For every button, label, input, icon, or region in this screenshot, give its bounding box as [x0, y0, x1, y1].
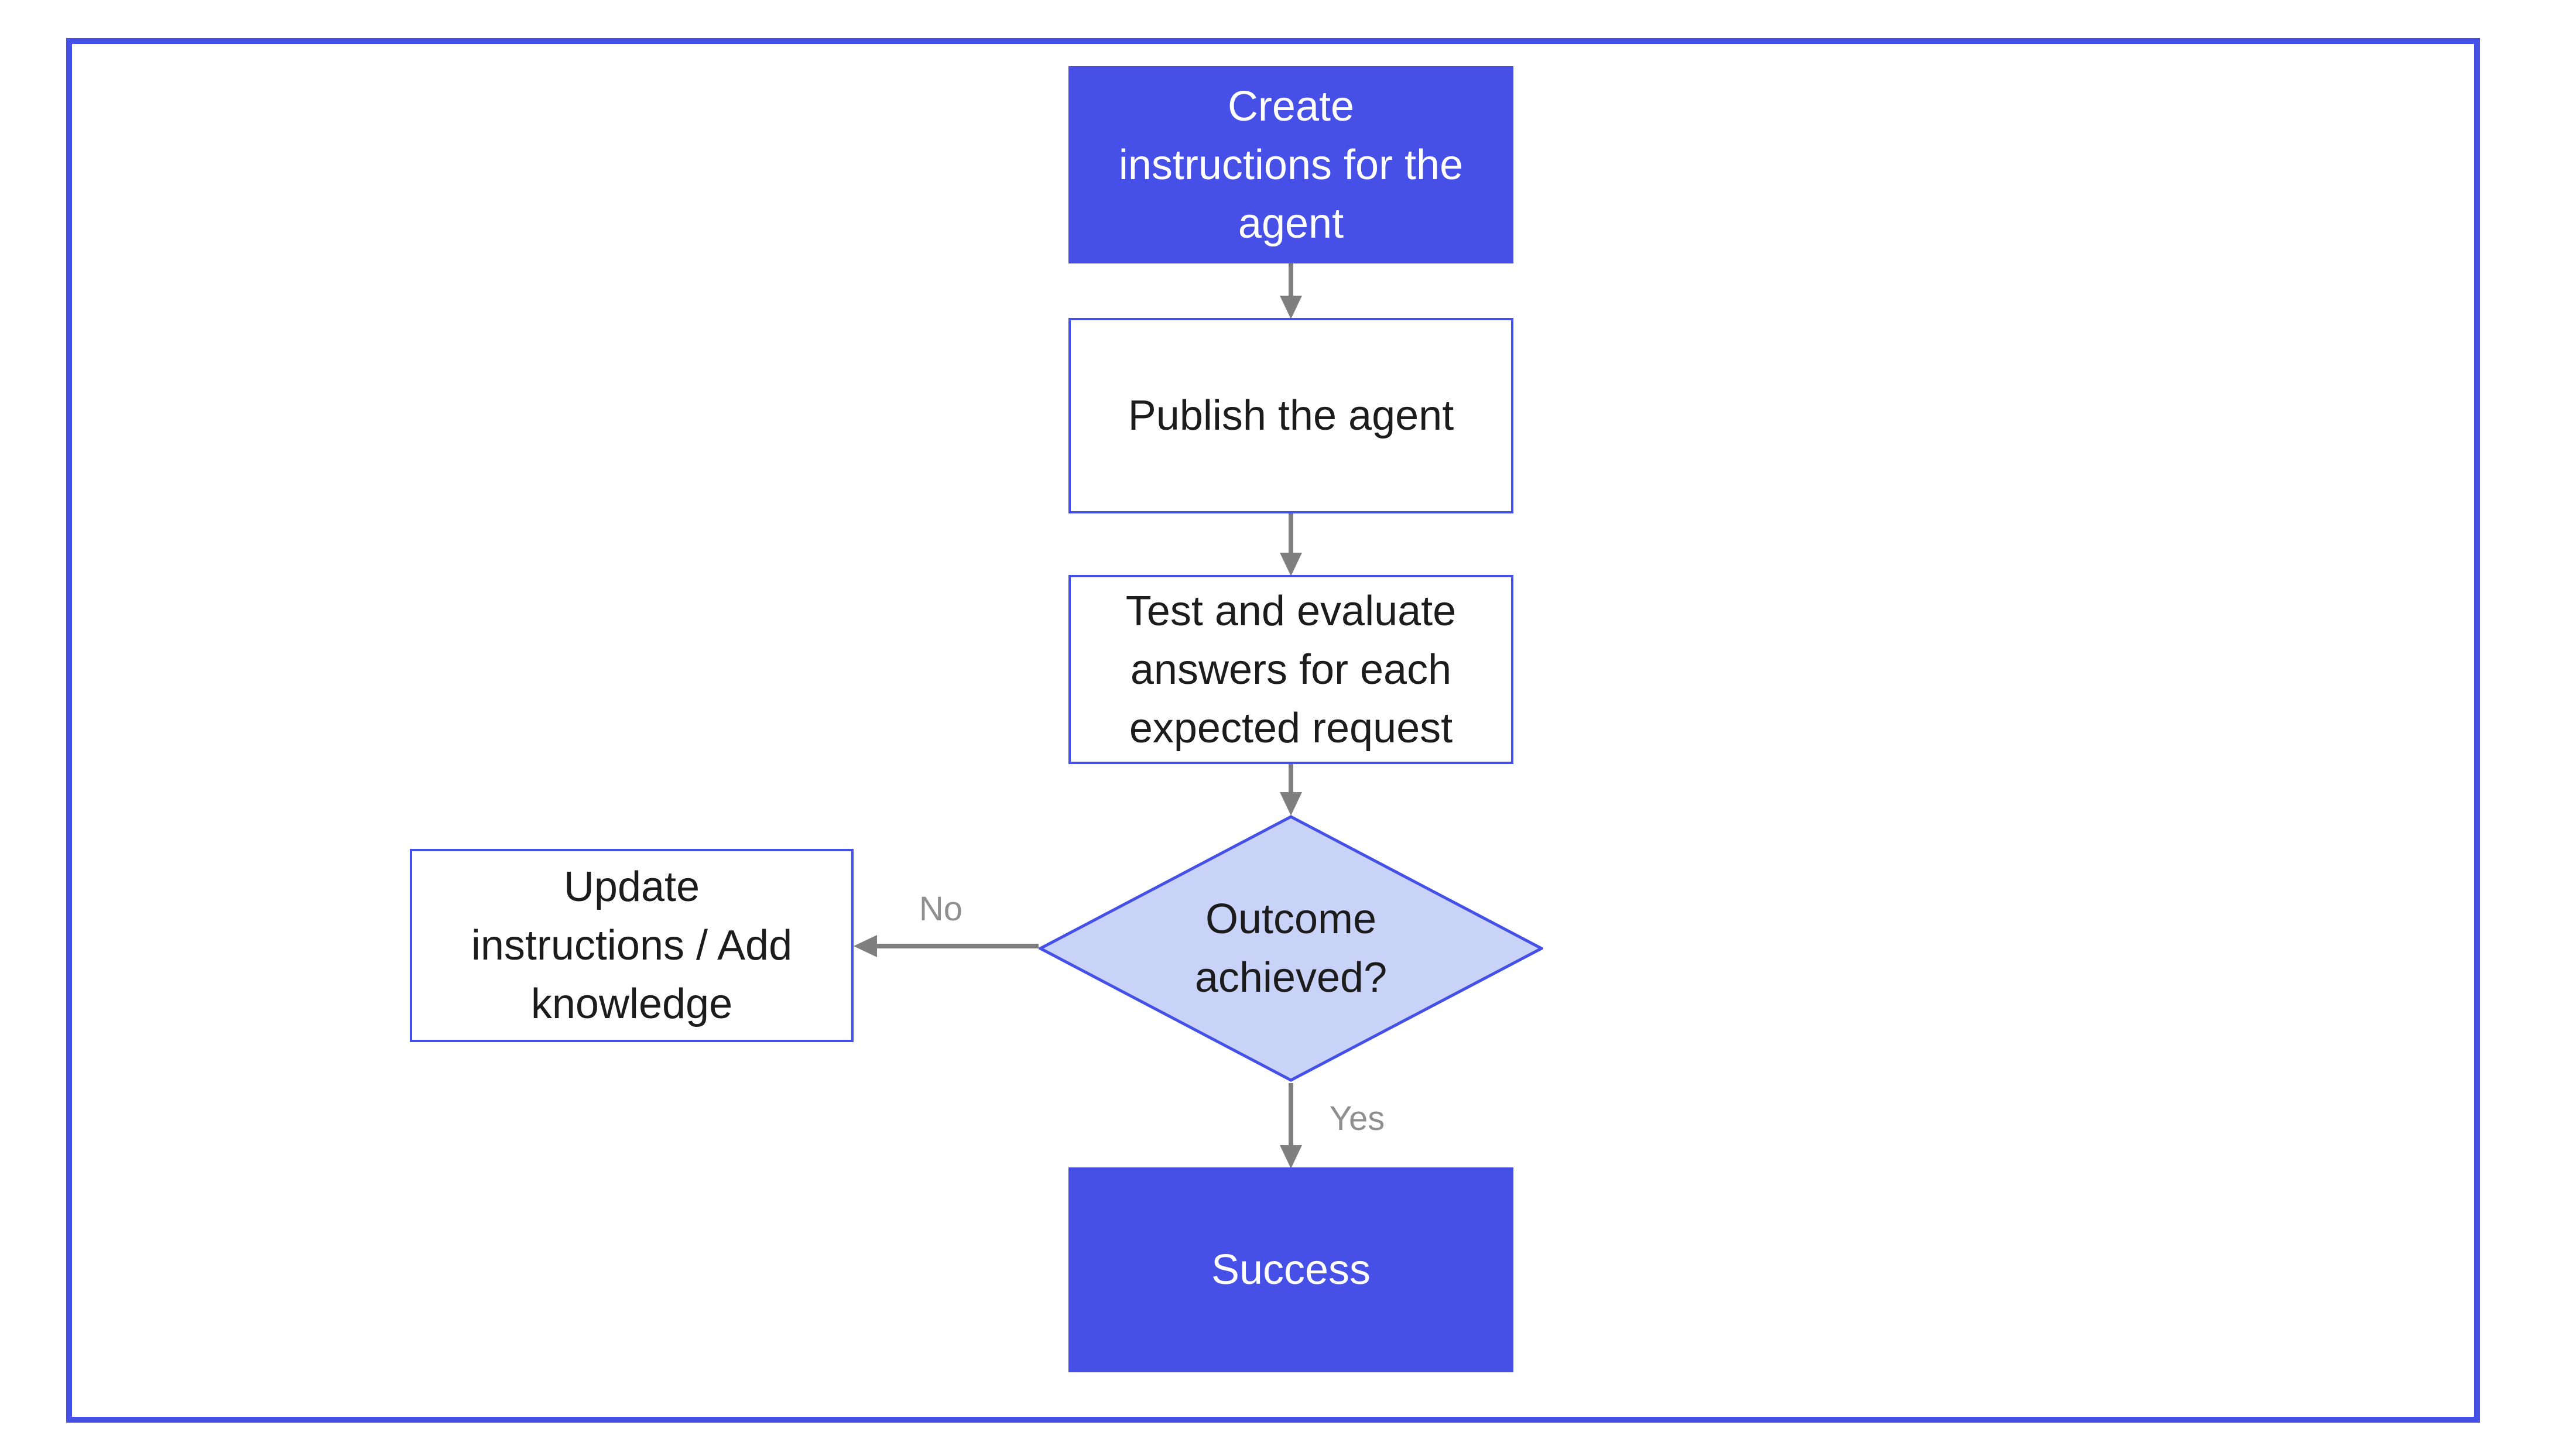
arrowhead-down-icon: [1280, 553, 1302, 576]
arrow-shaft: [1289, 513, 1293, 554]
arrow-shaft: [875, 944, 1039, 948]
arrow-shaft: [1289, 1083, 1293, 1147]
node-text-line: agent: [1238, 200, 1344, 247]
decision-text: Outcome achieved?: [1039, 815, 1543, 1082]
node-text-line: knowledge: [530, 981, 733, 1027]
edge-label-no: No: [919, 890, 963, 928]
node-text-line: achieved?: [1194, 954, 1388, 1001]
node-update-knowledge: Update instructions / Add knowledge: [410, 849, 854, 1042]
arrowhead-down-icon: [1280, 792, 1302, 816]
node-text-line: instructions for the: [1118, 141, 1464, 189]
node-test-evaluate: Test and evaluate answers for each expec…: [1068, 575, 1513, 764]
node-text-line: Update: [563, 864, 700, 910]
node-text-line: Test and evaluate: [1125, 587, 1457, 635]
node-text-line: Outcome: [1205, 896, 1377, 943]
node-text-line: instructions / Add: [471, 922, 793, 969]
decision-outcome-achieved: Outcome achieved?: [1039, 815, 1543, 1082]
node-publish-agent: Publish the agent: [1068, 318, 1513, 513]
arrowhead-down-icon: [1280, 1145, 1302, 1169]
node-text-line: Create: [1227, 83, 1355, 130]
node-text-line: Success: [1211, 1246, 1371, 1293]
node-create-instructions: Create instructions for the agent: [1068, 66, 1513, 263]
node-text-line: answers for each: [1130, 646, 1452, 693]
outer-border-frame: [66, 38, 2480, 1423]
node-text-line: Publish the agent: [1128, 392, 1454, 439]
arrowhead-left-icon: [854, 935, 877, 957]
arrow-shaft: [1289, 764, 1293, 794]
node-success: Success: [1068, 1167, 1513, 1372]
decision-diamond-shape: [1039, 815, 1543, 1082]
arrowhead-down-icon: [1280, 296, 1302, 319]
node-text-line: expected request: [1129, 704, 1453, 752]
arrow-shaft: [1289, 263, 1293, 297]
edge-label-yes: Yes: [1329, 1099, 1385, 1138]
